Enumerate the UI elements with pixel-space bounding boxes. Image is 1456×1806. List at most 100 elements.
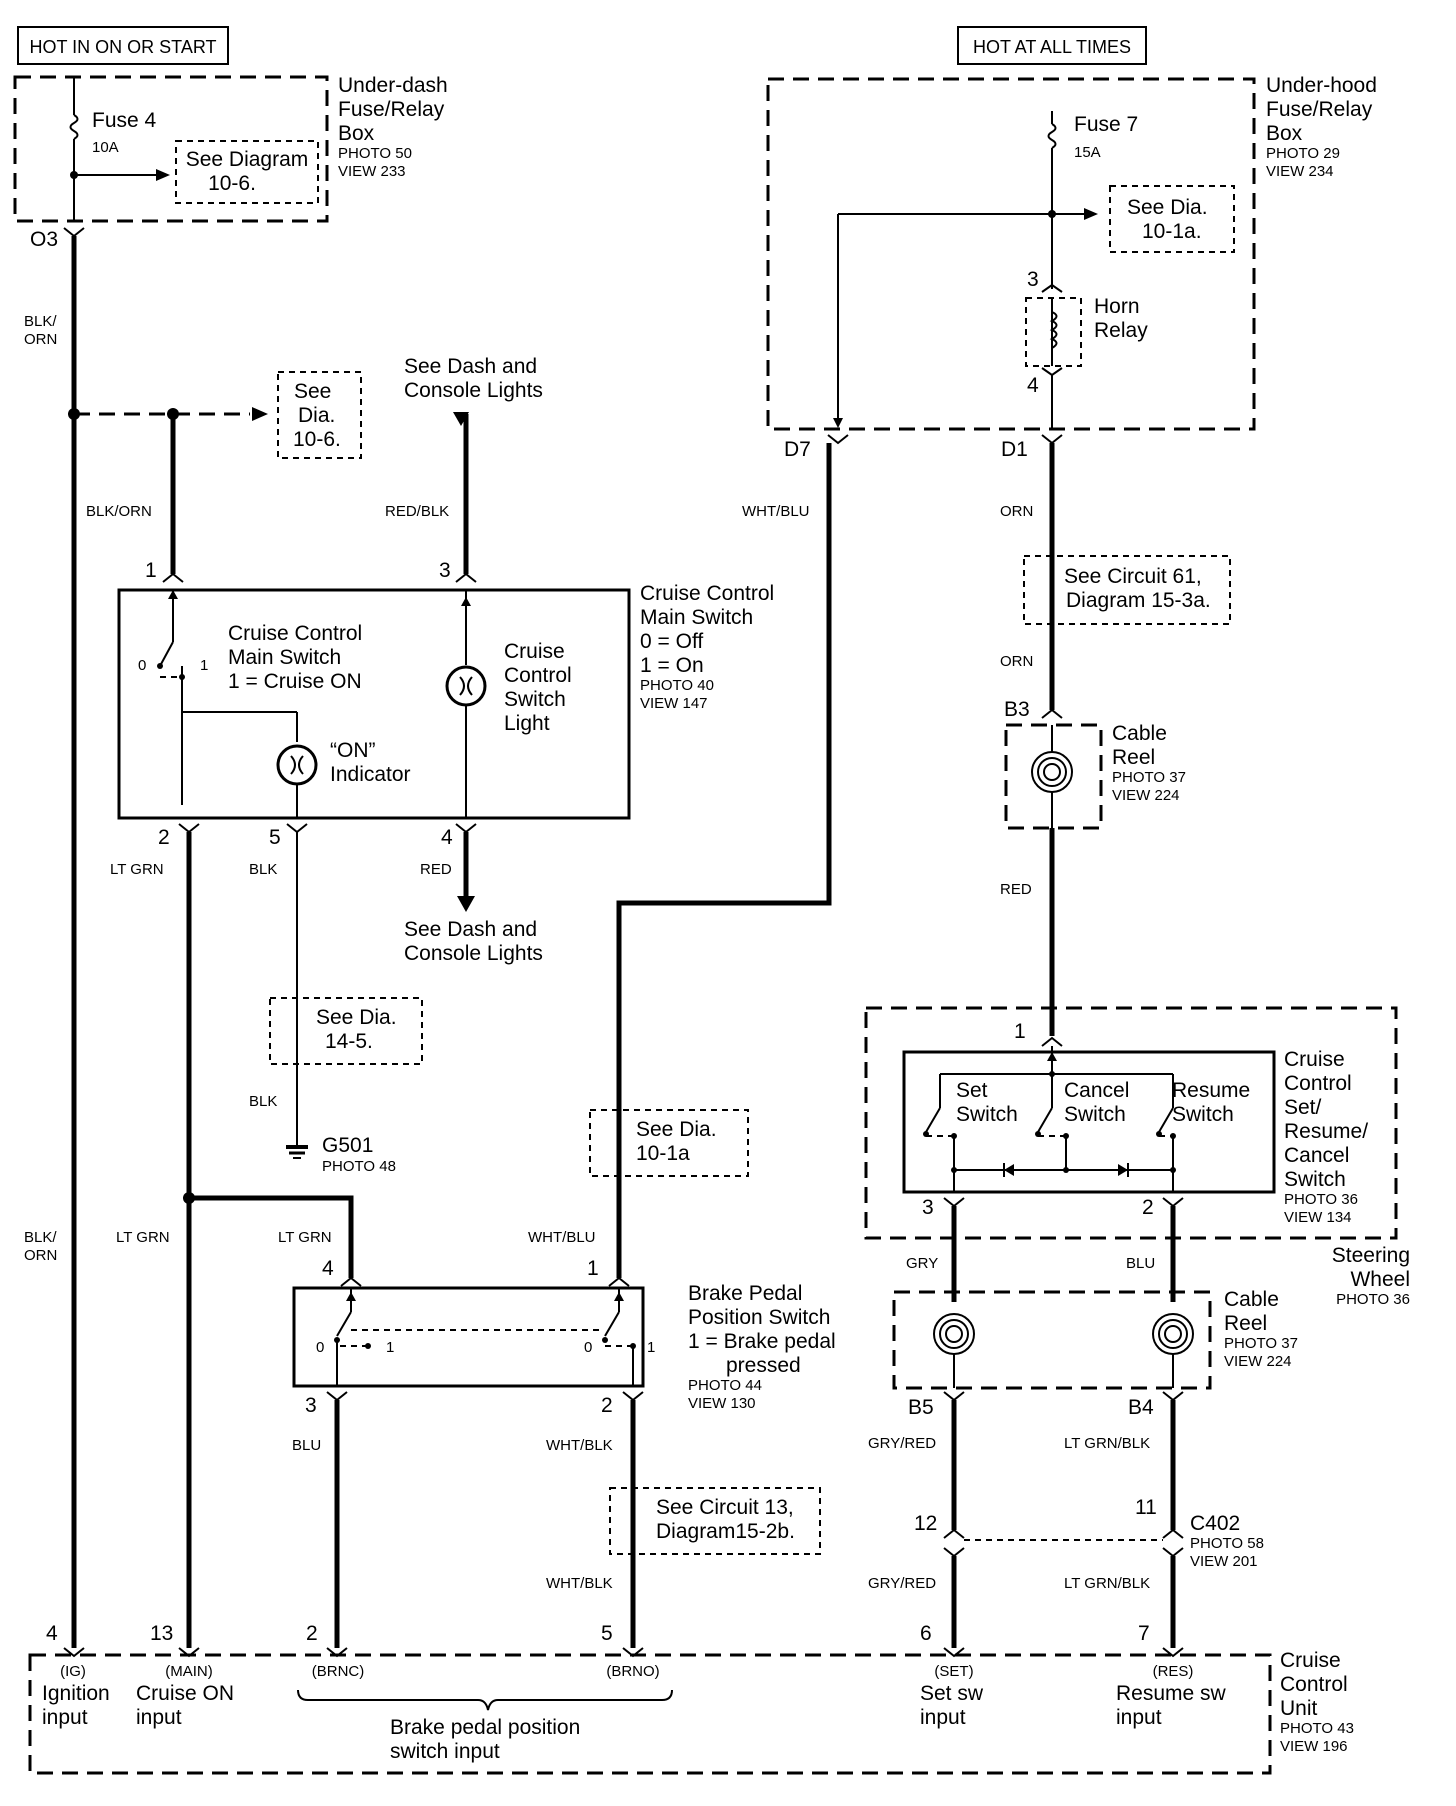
main-switch-pin-1: 1 bbox=[145, 559, 157, 582]
arrow-right-icon bbox=[156, 169, 170, 181]
main-switch-view: VIEW 147 bbox=[640, 695, 708, 712]
header-box-hot-all-times bbox=[957, 26, 1147, 65]
ref-see-dia-14-5: See Dia. bbox=[316, 1006, 397, 1029]
main-switch-pos-0: 0 bbox=[138, 657, 146, 674]
switch-light-bulb-icon bbox=[445, 665, 487, 707]
under-hood-box-title-3: Box bbox=[1266, 122, 1303, 145]
ref-dash-console-top-2: Console Lights bbox=[404, 379, 543, 402]
wire-label-red-blk: RED/BLK bbox=[385, 503, 449, 520]
under-dash-fuse-box: Fuse 4 10A See Diagram 10-6. Under-dash … bbox=[13, 74, 448, 251]
c402-label: C402 bbox=[1190, 1512, 1240, 1535]
ref-dash-console-bottom-2: Console Lights bbox=[404, 942, 543, 965]
brake-switch-pos-0b: 0 bbox=[584, 1339, 592, 1356]
brake-switch-pos-1b: 1 bbox=[647, 1339, 655, 1356]
brake-switch-title-3: 1 = Brake pedal bbox=[688, 1330, 836, 1353]
set-resume-pin-2: 2 bbox=[1142, 1196, 1154, 1219]
connector-c402: 12 11 C402 PHOTO 58 VIEW 201 bbox=[914, 1496, 1264, 1570]
brake-switch-photo: PHOTO 44 bbox=[688, 1377, 762, 1394]
steering-wheel-label: Steering bbox=[1332, 1244, 1410, 1267]
wire-label-blk-orn-2: ORN bbox=[24, 331, 57, 348]
cable-reel-bottom-label-2: Reel bbox=[1224, 1312, 1267, 1335]
ref-see-dia-10-1a-box-2: 10-1a. bbox=[1142, 220, 1202, 243]
wire-label-red-2: RED bbox=[1000, 881, 1032, 898]
ecu-brake-label: Brake pedal position bbox=[390, 1716, 580, 1739]
ecu-ig-code: (IG) bbox=[60, 1663, 86, 1680]
ref-see-dia-14-5-2: 14-5. bbox=[325, 1030, 373, 1053]
main-switch-title: Cruise Control bbox=[640, 582, 774, 605]
switch-light-label-2: Control bbox=[504, 664, 572, 687]
header-box-hot-on-start bbox=[17, 26, 229, 65]
ecu-pin-7: 7 bbox=[1138, 1622, 1150, 1645]
cable-reel-top-photo: PHOTO 37 bbox=[1112, 769, 1186, 786]
wire-label-lt-grn-3: LT GRN bbox=[278, 1229, 332, 1246]
set-resume-title-3: Set/ bbox=[1284, 1096, 1322, 1119]
fuse-4-icon bbox=[69, 114, 79, 140]
diode-icon bbox=[1004, 1164, 1014, 1176]
brake-switch-pin-1: 1 bbox=[587, 1257, 599, 1280]
arrow-right-icon bbox=[1084, 208, 1098, 220]
brake-switch-pin-4: 4 bbox=[322, 1257, 334, 1280]
cable-reel-top-pin-b3: B3 bbox=[1004, 698, 1030, 721]
main-switch-pos-1: 1 bbox=[200, 657, 208, 674]
cable-reel-bottom-view: VIEW 224 bbox=[1224, 1353, 1292, 1370]
cable-reel-bottom: Cable Reel PHOTO 37 VIEW 224 B5 B4 bbox=[892, 1288, 1298, 1419]
cable-reel-top: B3 Cable Reel PHOTO 37 VIEW 224 bbox=[1004, 698, 1186, 830]
under-hood-box-title-2: Fuse/Relay bbox=[1266, 98, 1373, 121]
ecu-pin-6: 6 bbox=[920, 1622, 932, 1645]
wire-label-wht-blk-2: WHT/BLK bbox=[546, 1575, 613, 1592]
cancel-switch-label-2: Switch bbox=[1064, 1103, 1126, 1126]
ecu-brake-label-2: switch input bbox=[390, 1740, 500, 1763]
under-hood-fuse-box: Fuse 7 15A See Dia. 10-1a. 3 4 Horn Rela… bbox=[766, 74, 1377, 461]
set-resume-view: VIEW 134 bbox=[1284, 1209, 1352, 1226]
wire-label-blu-right: BLU bbox=[1126, 1255, 1155, 1272]
ref-see-dia-10-1a-2: 10-1a bbox=[636, 1142, 690, 1165]
ecu-pin-5: 5 bbox=[601, 1622, 613, 1645]
under-dash-box-title: Under-dash bbox=[338, 74, 448, 97]
wire-label-orn-1: ORN bbox=[1000, 503, 1033, 520]
cruise-main-switch: 1 3 0 1 Cruise Control Main Switch 1 = C… bbox=[117, 559, 774, 849]
ecu-res-label: Resume sw bbox=[1116, 1682, 1227, 1705]
ecu-main-label-2: input bbox=[136, 1706, 182, 1729]
ref-see-circuit-61: See Circuit 61, bbox=[1064, 565, 1202, 588]
cancel-switch-label: Cancel bbox=[1064, 1079, 1129, 1102]
ecu-pin-2: 2 bbox=[306, 1622, 318, 1645]
brake-switch-title-4: pressed bbox=[726, 1354, 801, 1377]
cable-reel-bottom-photo: PHOTO 37 bbox=[1224, 1335, 1298, 1352]
ecu-title-2: Control bbox=[1280, 1673, 1348, 1696]
main-switch-label-1: Cruise Control bbox=[228, 622, 362, 645]
set-switch-label-2: Switch bbox=[956, 1103, 1018, 1126]
main-switch-title-2: Main Switch bbox=[640, 606, 753, 629]
ecu-main-code: (MAIN) bbox=[165, 1663, 213, 1680]
main-switch-photo: PHOTO 40 bbox=[640, 677, 714, 694]
horn-relay-label: Horn bbox=[1094, 295, 1140, 318]
fuse-7-rating: 15A bbox=[1074, 144, 1101, 161]
ecu-brno-code: (BRNO) bbox=[606, 1663, 659, 1680]
brake-switch-pin-3: 3 bbox=[305, 1394, 317, 1417]
brake-switch-pin-2: 2 bbox=[601, 1394, 613, 1417]
switch-light-label-4: Light bbox=[504, 712, 550, 735]
main-switch-label-2: Main Switch bbox=[228, 646, 341, 669]
ref-see-dia-10-6-2: Dia. bbox=[298, 404, 335, 427]
ecu-set-label-2: input bbox=[920, 1706, 966, 1729]
ecu-set-code: (SET) bbox=[934, 1663, 973, 1680]
main-switch-pin-2: 2 bbox=[158, 826, 170, 849]
ecu-ig-label-2: input bbox=[42, 1706, 88, 1729]
wire-label-orn-2: ORN bbox=[1000, 653, 1033, 670]
brake-input-brace bbox=[297, 1689, 673, 1711]
under-hood-box-view: VIEW 234 bbox=[1266, 163, 1334, 180]
cable-reel-top-label: Cable bbox=[1112, 722, 1167, 745]
wire-label-lt-grn-blk-1: LT GRN/BLK bbox=[1064, 1435, 1150, 1452]
wire-label-blk-orn: BLK/ bbox=[24, 313, 57, 330]
wire-label-blk-1: BLK bbox=[249, 861, 277, 878]
horn-relay-pin-4: 4 bbox=[1027, 374, 1039, 397]
main-switch-pin-4: 4 bbox=[441, 826, 453, 849]
wire-label-blk-2: BLK bbox=[249, 1093, 277, 1110]
horn-relay-label-2: Relay bbox=[1094, 319, 1148, 342]
c402-pin-12: 12 bbox=[914, 1512, 937, 1535]
cable-reel-bottom-label: Cable bbox=[1224, 1288, 1279, 1311]
cable-reel-pin-b5: B5 bbox=[908, 1396, 934, 1419]
ref-see-circuit-13-2: Diagram15-2b. bbox=[656, 1520, 795, 1543]
wire-label-lt-grn-2: LT GRN bbox=[116, 1229, 170, 1246]
main-switch-label-3: 1 = Cruise ON bbox=[228, 670, 362, 693]
